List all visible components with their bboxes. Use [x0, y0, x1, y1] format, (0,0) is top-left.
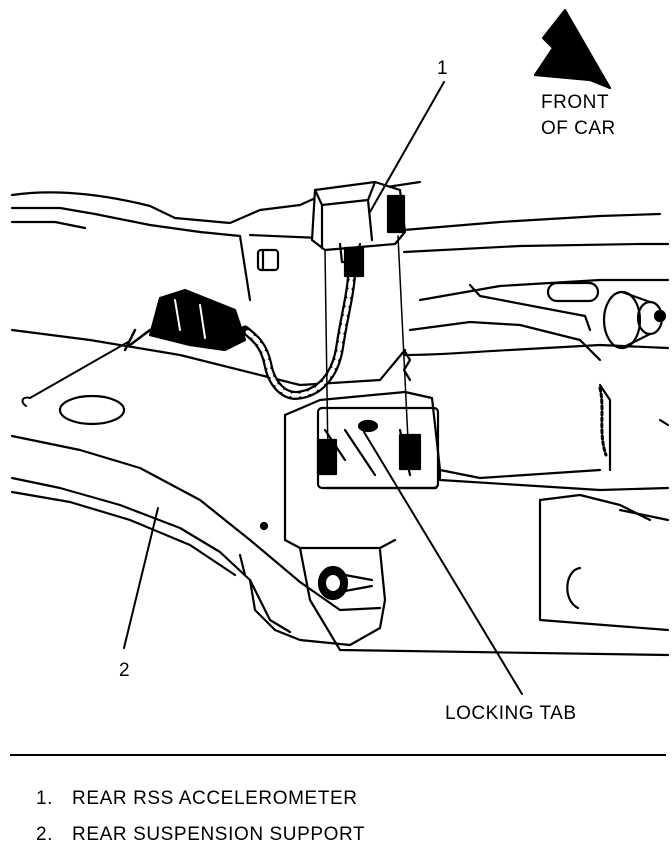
- rivet-dot: [259, 521, 269, 531]
- legend-item-number: 2.: [36, 824, 54, 845]
- wiring-harness: [123, 246, 365, 400]
- callout-2: 2: [119, 660, 131, 681]
- rss-accelerometer: [310, 180, 407, 264]
- mounting-bracket: [10, 328, 670, 657]
- locking-tab-label: LOCKING TAB: [445, 703, 577, 724]
- callout-1: 1: [437, 58, 449, 79]
- upper-body-panel: [10, 180, 670, 472]
- front-of-car-label-line1: FRONT: [541, 92, 609, 113]
- front-of-car-label-line2: OF CAR: [541, 118, 616, 139]
- leader-lines: [21, 81, 523, 695]
- legend-item-2: 2. REAR SUSPENSION SUPPORT: [36, 824, 365, 846]
- legend-item-text: REAR RSS ACCELEROMETER: [72, 788, 358, 809]
- legend-item-1: 1. REAR RSS ACCELEROMETER: [36, 788, 358, 810]
- rear-suspension-support: [10, 434, 387, 647]
- legend-item-number: 1.: [36, 788, 54, 809]
- slot-hole: [58, 394, 126, 426]
- mounting-bolt: [317, 565, 374, 601]
- arrow-up-left-icon: [533, 8, 612, 90]
- installation-guide-lines: [324, 235, 409, 461]
- legend-item-text: REAR SUSPENSION SUPPORT: [72, 824, 366, 845]
- crossmember-fastener: [602, 290, 667, 350]
- lower-knuckle: [538, 493, 670, 632]
- legend-divider: [10, 754, 666, 756]
